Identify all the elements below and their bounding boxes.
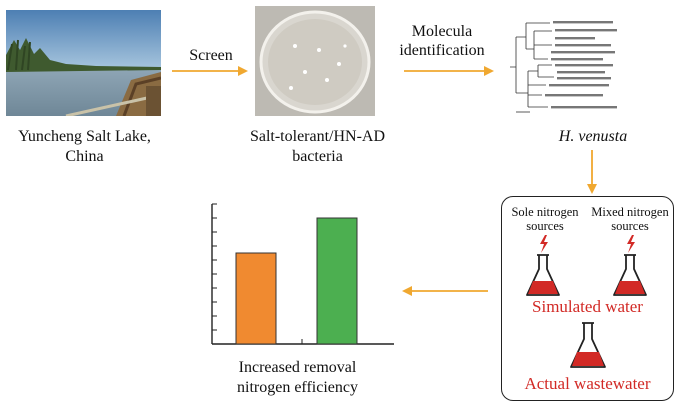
screen-label: Screen [189, 47, 233, 64]
arrow-right-icon [172, 66, 248, 76]
result-caption: Increased removal nitrogen efficiency [210, 358, 385, 398]
salt-lake-photo [6, 10, 161, 116]
sole-line2: sources [526, 219, 564, 233]
simulated-water-label: Simulated water [532, 297, 643, 316]
identification-line1: Molecula [411, 23, 473, 40]
petri-dish-image [255, 6, 375, 116]
arrow-right-icon [404, 66, 494, 76]
phylogenetic-tree-image [508, 15, 678, 115]
bar-2 [316, 217, 358, 345]
lightning-icon [627, 235, 635, 253]
mixed-line1: Mixed nitrogen [591, 205, 669, 219]
flask-icon [613, 254, 647, 296]
flask-icon [526, 254, 560, 296]
bacteria-caption: Salt-tolerant/HN-AD bacteria [230, 127, 405, 167]
mixed-line2: sources [611, 219, 649, 233]
arrow-left-icon [402, 286, 488, 296]
result-line2: nitrogen efficiency [237, 379, 358, 396]
sole-line1: Sole nitrogen [511, 205, 579, 219]
identification-label: Molecula identification [386, 22, 498, 60]
location-line1: Yuncheng Salt Lake, [18, 128, 151, 145]
actual-wastewater-label: Actual wastewater [524, 374, 651, 393]
mixed-nitrogen-label: Mixed nitrogen sources [588, 205, 672, 233]
sole-nitrogen-label: Sole nitrogen sources [504, 205, 586, 233]
lightning-icon [540, 235, 548, 253]
identification-line2: identification [399, 42, 485, 59]
arrow-down-icon [587, 150, 597, 194]
species-name: H. venusta [558, 128, 628, 145]
experiment-box: Sole nitrogen sources Mixed nitrogen sou… [501, 196, 674, 401]
bacteria-line1: Salt-tolerant/HN-AD [249, 128, 386, 145]
location-caption: Yuncheng Salt Lake, China [2, 127, 167, 167]
flask-icon [570, 322, 606, 368]
bacteria-line2: bacteria [292, 148, 343, 165]
bar-chart [211, 203, 394, 345]
location-line2: China [65, 148, 104, 165]
bar-1 [235, 252, 277, 345]
result-line1: Increased removal [238, 359, 357, 376]
